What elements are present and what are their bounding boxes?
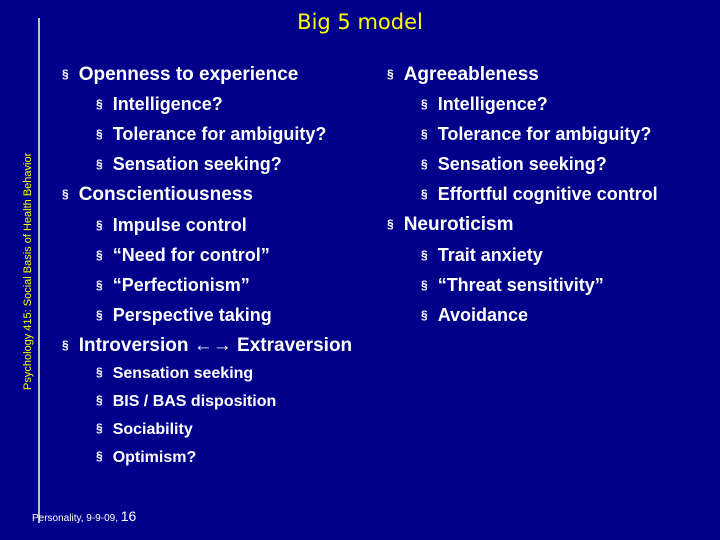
conscientiousness-item: §Perspective taking bbox=[96, 305, 272, 325]
conscientiousness-item: §“Need for control” bbox=[96, 245, 270, 265]
conscientiousness-item: §“Perfectionism” bbox=[96, 275, 250, 295]
bullet-neuroticism: §Neuroticism bbox=[387, 214, 514, 235]
course-side-label: Psychology 415: Social Basis of Health B… bbox=[22, 152, 34, 390]
openness-item: §Sensation seeking? bbox=[96, 154, 282, 174]
neuroticism-item: §“Threat sensitivity” bbox=[421, 275, 604, 295]
bullet-openness: §Openness to experience bbox=[62, 64, 299, 85]
openness-item: §Intelligence? bbox=[96, 94, 223, 114]
bullet-icon: § bbox=[96, 365, 103, 379]
bullet-icon: § bbox=[96, 449, 103, 463]
conscientiousness-item: §Impulse control bbox=[96, 215, 247, 235]
bullet-icon: § bbox=[62, 338, 69, 352]
agreeableness-item: §Intelligence? bbox=[421, 94, 548, 114]
page-number: 16 bbox=[120, 508, 137, 524]
bullet-icon: § bbox=[421, 97, 428, 111]
neuroticism-item: §Avoidance bbox=[421, 305, 529, 325]
bullet-icon: § bbox=[387, 217, 394, 231]
bullet-icon: § bbox=[421, 157, 428, 171]
bullet-icon: § bbox=[62, 187, 69, 201]
bullet-icon: § bbox=[421, 248, 428, 262]
bullet-icon: § bbox=[421, 278, 428, 292]
bullet-icon: § bbox=[387, 67, 394, 81]
vertical-divider bbox=[38, 18, 40, 523]
bullet-icon: § bbox=[96, 127, 103, 141]
bullet-icon: § bbox=[96, 218, 103, 232]
bullet-icon: § bbox=[96, 278, 103, 292]
bullet-icon: § bbox=[421, 127, 428, 141]
bullet-agreeableness: §Agreeableness bbox=[387, 64, 539, 85]
bullet-icon: § bbox=[96, 248, 103, 262]
slide-footer: Personality, 9-9-09, 16 bbox=[32, 508, 137, 524]
agreeableness-item: §Tolerance for ambiguity? bbox=[421, 124, 652, 144]
introversion-item: §Sensation seeking bbox=[96, 365, 254, 382]
bullet-introversion-extraversion: §Introversion ←→ Extraversion bbox=[62, 335, 353, 356]
bullet-icon: § bbox=[421, 187, 428, 201]
slide-title: Big 5 model bbox=[297, 10, 423, 34]
agreeableness-item: §Effortful cognitive control bbox=[421, 184, 658, 204]
bullet-icon: § bbox=[96, 308, 103, 322]
openness-item: §Tolerance for ambiguity? bbox=[96, 124, 327, 144]
introversion-item: §BIS / BAS disposition bbox=[96, 393, 277, 410]
bullet-icon: § bbox=[96, 421, 103, 435]
bullet-icon: § bbox=[96, 393, 103, 407]
bullet-icon: § bbox=[96, 157, 103, 171]
introversion-item: §Optimism? bbox=[96, 449, 197, 466]
bullet-icon: § bbox=[96, 97, 103, 111]
bullet-icon: § bbox=[421, 308, 428, 322]
agreeableness-item: §Sensation seeking? bbox=[421, 154, 607, 174]
bullet-icon: § bbox=[62, 67, 69, 81]
neuroticism-item: §Trait anxiety bbox=[421, 245, 543, 265]
introversion-item: §Sociability bbox=[96, 421, 193, 438]
bullet-conscientiousness: §Conscientiousness bbox=[62, 184, 253, 205]
